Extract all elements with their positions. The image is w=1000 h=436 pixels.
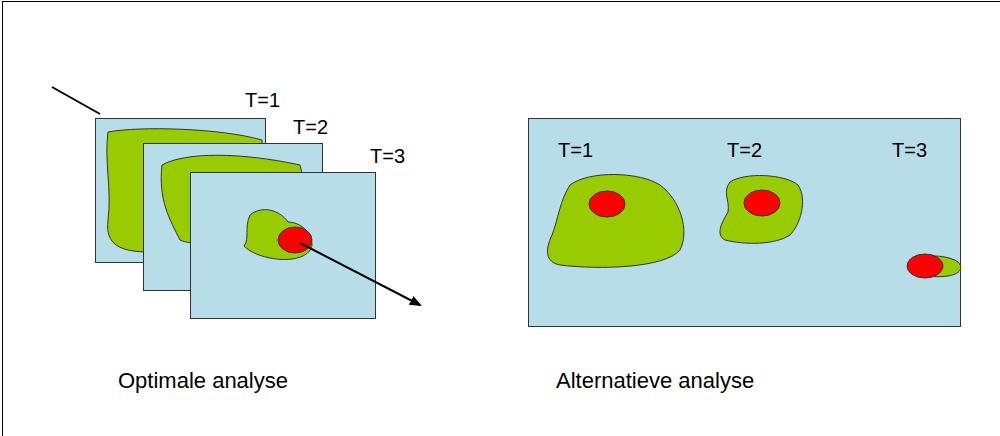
time-axis bbox=[52, 87, 100, 114]
red-point bbox=[744, 190, 780, 216]
time-label: T=3 bbox=[370, 146, 405, 166]
red-point bbox=[589, 191, 625, 217]
time-label: T=2 bbox=[727, 140, 762, 160]
time-axis bbox=[300, 243, 420, 305]
frame-border bbox=[2, 1, 3, 436]
red-point bbox=[278, 227, 312, 253]
time-label: T=1 bbox=[558, 140, 593, 160]
green-area bbox=[244, 210, 312, 260]
green-area bbox=[720, 176, 803, 244]
red-point bbox=[907, 254, 943, 278]
green-area bbox=[547, 174, 683, 267]
time-label: T=3 bbox=[892, 140, 927, 160]
time-label: T=1 bbox=[245, 90, 280, 110]
time-label: T=2 bbox=[293, 117, 328, 137]
time-slice bbox=[191, 173, 376, 319]
frame-border bbox=[2, 1, 1000, 2]
analysis-caption: Optimale analyse bbox=[118, 370, 288, 392]
analysis-caption: Alternatieve analyse bbox=[556, 370, 754, 392]
map-panel bbox=[529, 119, 961, 327]
